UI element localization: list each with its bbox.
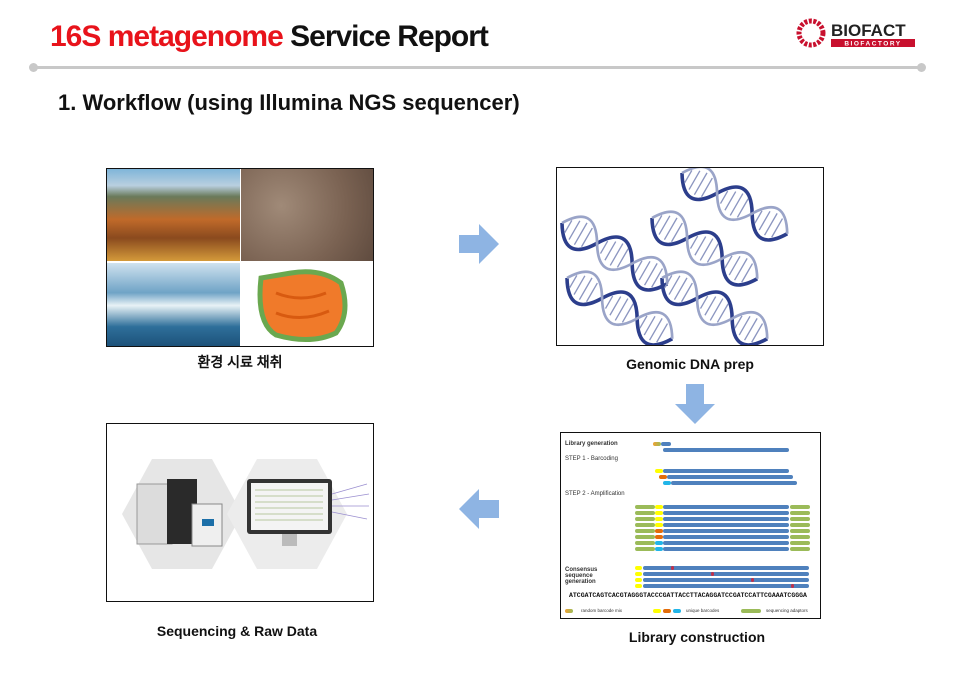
- step-caption: 환경 시료 채취: [197, 354, 283, 370]
- arrow-right-icon: [459, 224, 499, 264]
- consensus-sequence: ATCGATCAGTCACGTAGGGTACCCGATTACCTTACAGGAT…: [569, 592, 807, 599]
- adaptor-strand: [790, 535, 810, 539]
- barcode-tag: [655, 505, 663, 509]
- mismatch-mark: [671, 566, 674, 570]
- read-strand: [643, 578, 809, 582]
- barcode-tag: [655, 523, 663, 527]
- svg-text:BIOFACT: BIOFACT: [831, 21, 906, 40]
- barcode-tag: [635, 566, 642, 570]
- adaptor-strand: [635, 529, 655, 533]
- adaptor-strand: [635, 541, 655, 545]
- library-generation-label: Library generation: [565, 441, 618, 447]
- legend-sequencing-adaptors: sequencing adaptors: [766, 608, 808, 613]
- step-caption: Sequencing & Raw Data: [156, 623, 318, 639]
- adaptor-strand: [635, 505, 655, 509]
- dna-strand: [663, 505, 789, 509]
- barcode-tag: [655, 529, 663, 533]
- divider-dot: [29, 63, 38, 72]
- mismatch-mark: [751, 578, 754, 582]
- barcode-tag: [655, 541, 663, 545]
- legend-unique-barcodes: unique barcodes: [686, 608, 720, 613]
- arrow-left-icon: [459, 489, 499, 529]
- adaptor-strand: [635, 523, 655, 527]
- barcode-tag: [635, 572, 642, 576]
- svg-text:BIOFACTORY: BIOFACTORY: [844, 41, 901, 48]
- section-heading: 1. Workflow (using Illumina NGS sequence…: [58, 90, 520, 115]
- dna-strand: [663, 535, 789, 539]
- step2-label: STEP 2 - Amplification: [565, 491, 625, 497]
- dna-strand: [663, 541, 789, 545]
- gut-illustration: [241, 263, 373, 346]
- title-black: Service Report: [290, 20, 489, 53]
- step-caption: Library construction: [628, 629, 766, 645]
- divider-dot: [917, 63, 926, 72]
- read-strand: [643, 566, 809, 570]
- adaptor-strand: [790, 529, 810, 533]
- adaptor-strand: [635, 547, 655, 551]
- consensus-label: Consensus sequence generation: [565, 567, 598, 585]
- legend-random-barcode: random barcode mix: [581, 608, 623, 613]
- soil-photo: [241, 169, 373, 261]
- adaptor-strand: [635, 511, 655, 515]
- page-title: 16S metagenome Service Report: [50, 20, 489, 54]
- biofact-logo: BIOFACT BIOFACTORY: [795, 16, 920, 50]
- hot-spring-photo: [107, 169, 240, 261]
- adaptor-strand: [790, 505, 810, 509]
- barcode-tag: [655, 511, 663, 515]
- library-construction-diagram: Library generation STEP 1 - Barcoding ST…: [560, 432, 821, 619]
- barcode-tag: [655, 535, 663, 539]
- genomic-dna-image: [556, 167, 824, 346]
- title-red: 16S metagenome: [50, 20, 284, 53]
- adaptor-strand: [635, 517, 655, 521]
- dna-strand: [663, 547, 789, 551]
- mismatch-mark: [791, 584, 794, 588]
- dna-strand: [663, 511, 789, 515]
- sequencing-image: [106, 423, 374, 602]
- barcode-tag: [635, 584, 642, 588]
- step1-label: STEP 1 - Barcoding: [565, 456, 618, 462]
- barcode-tag: [635, 578, 642, 582]
- adaptor-strand: [790, 517, 810, 521]
- read-strand: [643, 572, 809, 576]
- dna-strand: [663, 529, 789, 533]
- dna-strand: [663, 523, 789, 527]
- arrow-down-icon: [675, 384, 715, 424]
- read-strand: [643, 584, 809, 588]
- dna-strand: [663, 517, 789, 521]
- ocean-wave-photo: [107, 263, 240, 346]
- adaptor-strand: [790, 547, 810, 551]
- adaptor-strand: [635, 535, 655, 539]
- step-caption: Genomic DNA prep: [626, 356, 754, 372]
- environmental-samples-image: [106, 168, 374, 347]
- barcode-tag: [655, 547, 663, 551]
- barcode-tag: [655, 517, 663, 521]
- dna-helix-icon: [557, 168, 798, 345]
- header-divider: [33, 66, 921, 69]
- mismatch-mark: [711, 572, 714, 576]
- adaptor-strand: [790, 511, 810, 515]
- adaptor-strand: [790, 541, 810, 545]
- adaptor-strand: [790, 523, 810, 527]
